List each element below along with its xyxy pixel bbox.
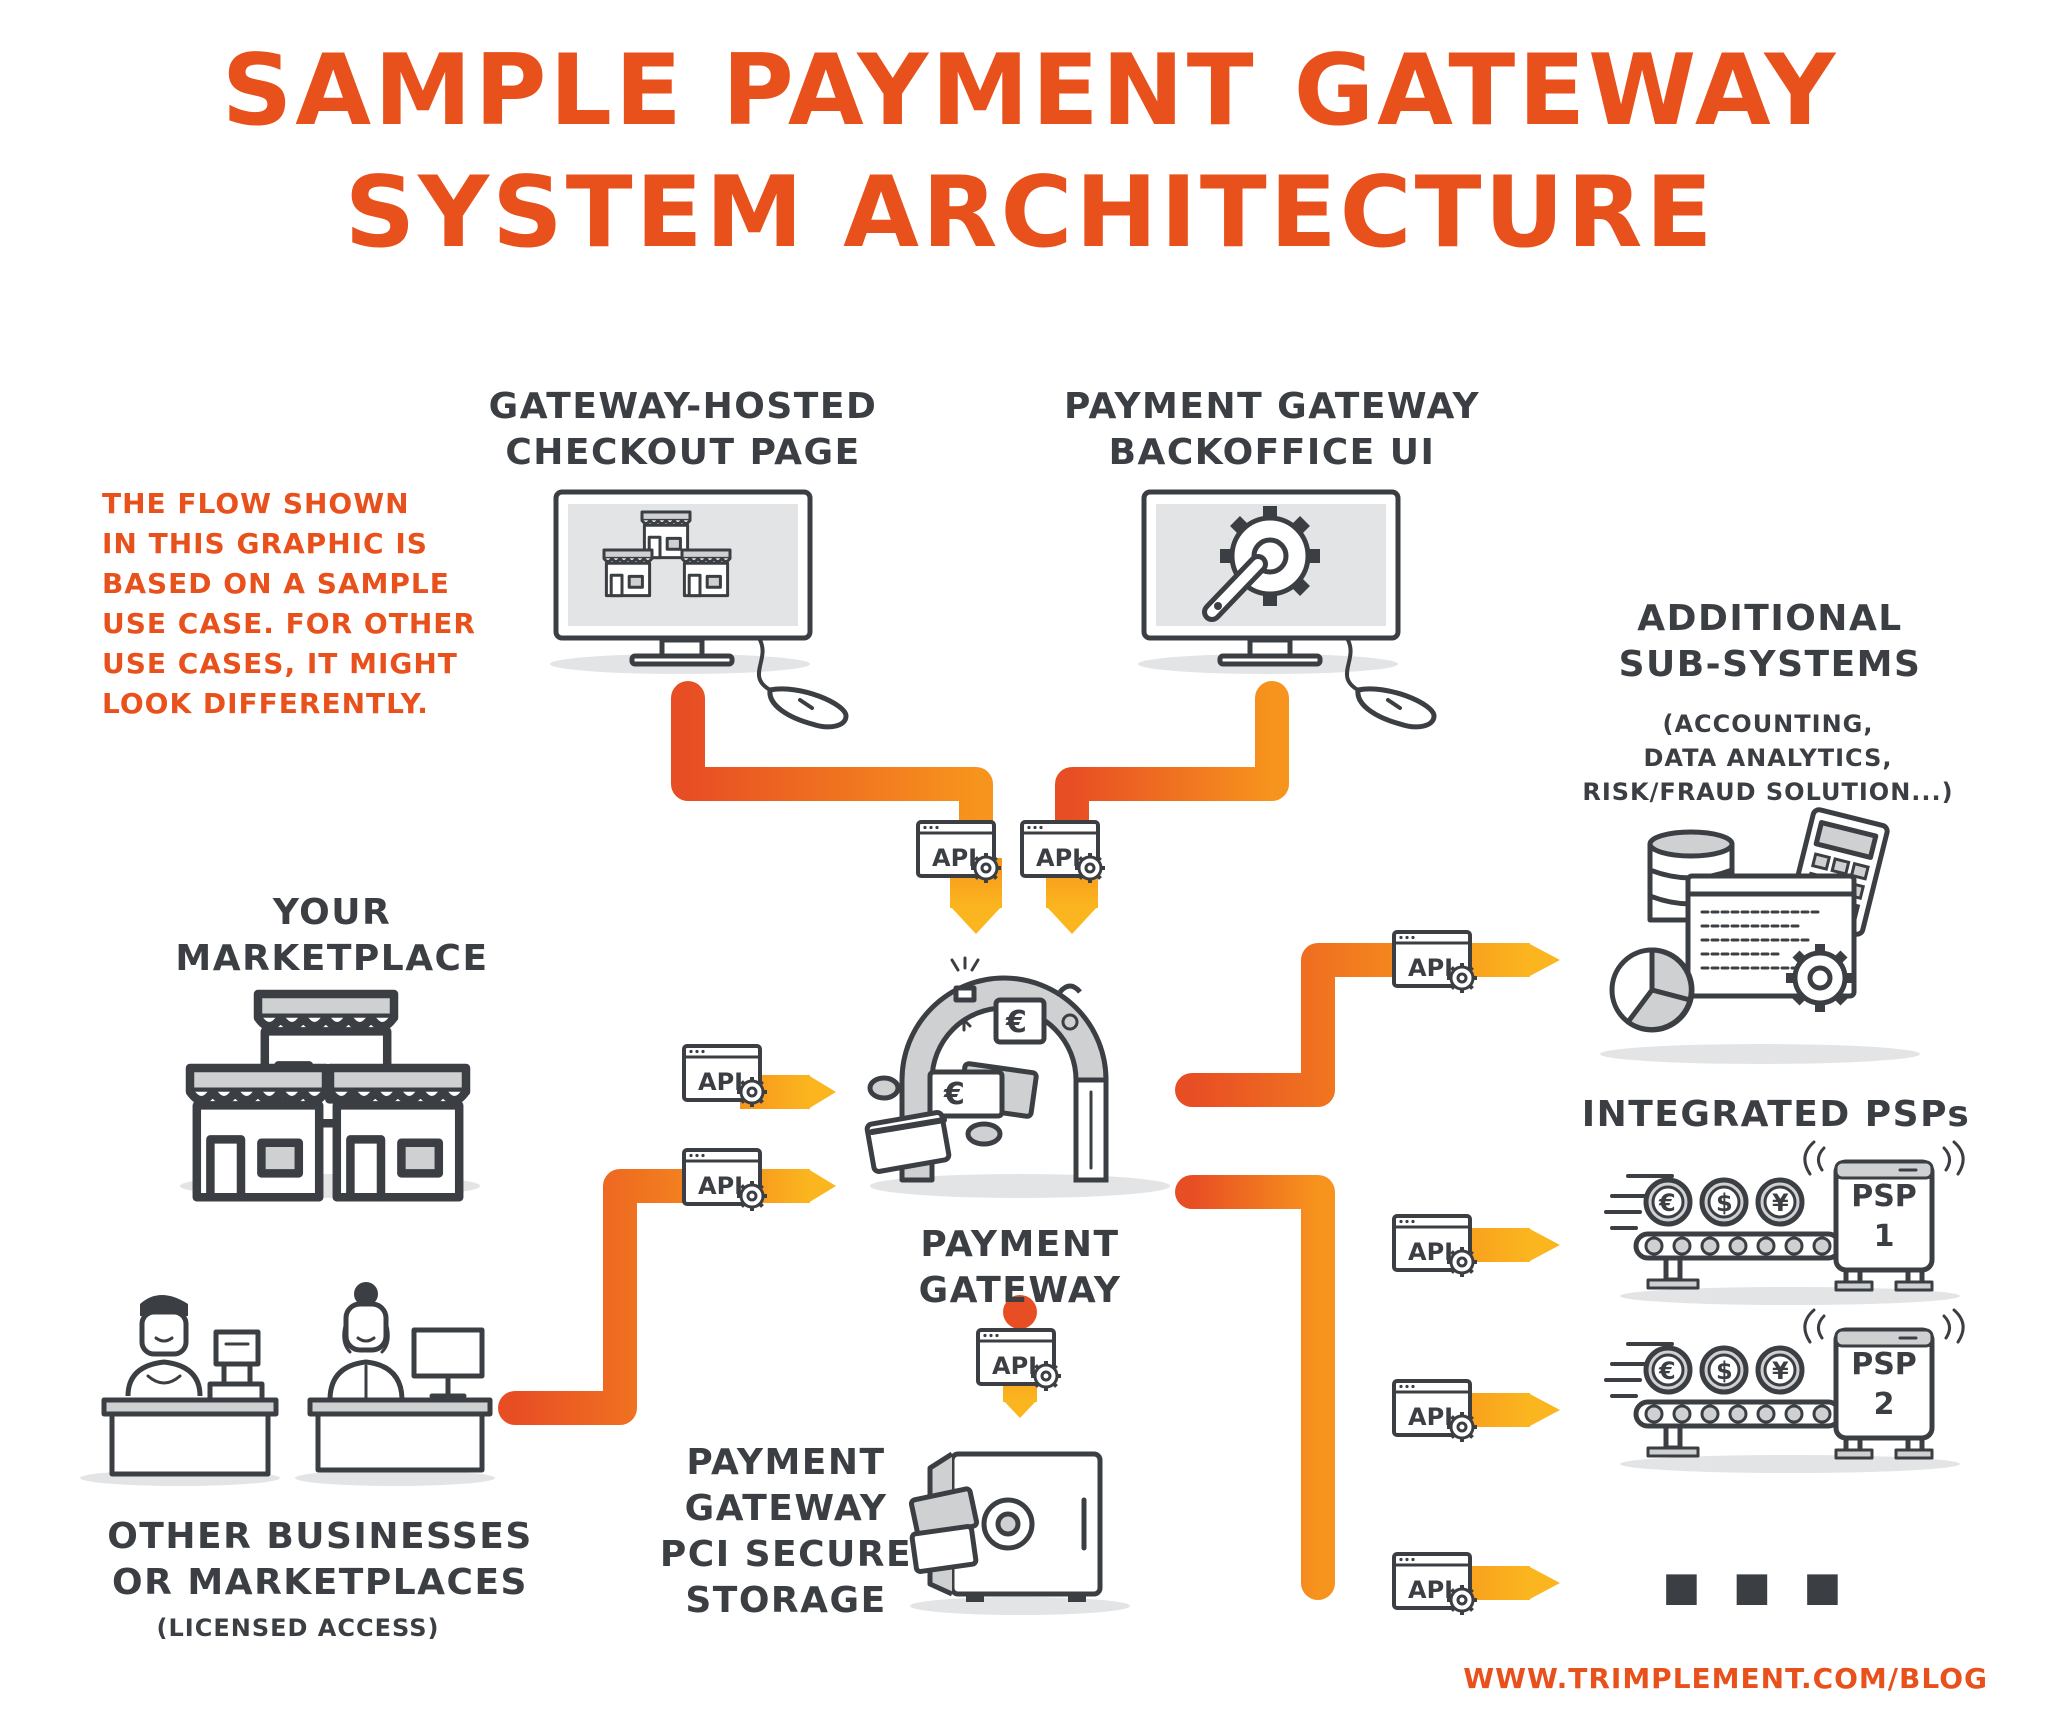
other-businesses-label-line1: OTHER BUSINESSES (107, 1516, 533, 1557)
subsystems-label-line1: ADDITIONAL (1637, 598, 1903, 639)
conveyor-icon: € $ ¥ PSP 2 (1604, 1308, 1965, 1473)
note-line: IN THIS GRAPHIC IS (102, 527, 428, 560)
api-badge-icon: API (1020, 820, 1107, 885)
svg-text:API: API (1408, 1238, 1453, 1266)
api-badge-icon: API (682, 1044, 769, 1109)
mouse-icon (756, 638, 849, 730)
subsystems-detail-line3: RISK/FRAUD SOLUTION...) (1582, 778, 1953, 806)
backoffice-node: PAYMENT GATEWAY BACKOFFICE UI (1064, 386, 1480, 730)
svg-text:¥: ¥ (1772, 1357, 1789, 1385)
other-businesses-detail: (LICENSED ACCESS) (157, 1614, 440, 1642)
svg-text:API: API (698, 1172, 743, 1200)
svg-text:API: API (932, 844, 977, 872)
svg-text:API: API (698, 1068, 743, 1096)
gateway-node: € € PAYMENT GATEWAY (864, 956, 1170, 1311)
gateway-label-line2: GATEWAY (919, 1270, 1122, 1311)
disclaimer-note: THE FLOW SHOWN IN THIS GRAPHIC IS BASED … (102, 487, 476, 720)
page-title-line2: SYSTEM ARCHITECTURE (345, 156, 1716, 270)
coin-dollar: $ (1699, 1345, 1749, 1395)
psp2-number: 2 (1874, 1387, 1895, 1422)
note-line: LOOK DIFFERENTLY. (102, 687, 429, 720)
checkout-node: GATEWAY-HOSTED CHECKOUT PAGE (489, 386, 878, 730)
coin-yen: ¥ (1755, 1177, 1805, 1227)
psps-heading: INTEGRATED PSPs (1582, 1094, 1971, 1135)
psp1-label: PSP (1851, 1179, 1917, 1214)
svg-text:€: € (1658, 1189, 1676, 1217)
subsystems-label-line2: SUB-SYSTEMS (1619, 644, 1922, 685)
api-badge-icon: API (1392, 1379, 1479, 1444)
mouse-icon (1344, 638, 1437, 730)
footer-url[interactable]: WWW.TRIMPLEMENT.COM/BLOG (1463, 1662, 1988, 1695)
coin-euro: € (1643, 1177, 1693, 1227)
subsystems-detail-line1: (ACCOUNTING, (1663, 710, 1874, 738)
psp2-label: PSP (1851, 1347, 1917, 1382)
gateway-label-line1: PAYMENT (920, 1224, 1119, 1265)
checkout-label-line2: CHECKOUT PAGE (505, 432, 860, 473)
safe-icon (908, 1451, 1130, 1615)
other-businesses-label-line2: OR MARKETPLACES (112, 1562, 528, 1603)
api-badge-icon: API (976, 1328, 1063, 1393)
gear-icon (1786, 944, 1854, 1012)
note-line: USE CASES, IT MIGHT (102, 647, 458, 680)
svg-text:API: API (992, 1352, 1037, 1380)
cashier-icon (80, 1282, 495, 1486)
svg-text:$: $ (1716, 1357, 1733, 1385)
gear-wrench-icon (1202, 506, 1320, 622)
svg-text:$: $ (1716, 1189, 1733, 1217)
api-badge-icon: API (682, 1148, 769, 1213)
marketplace-node: YOUR MARKETPLACE (175, 892, 488, 1198)
api-badges: API API API API API API API API API (682, 820, 1479, 1617)
pie-chart-icon (1609, 947, 1695, 1033)
svg-text:API: API (1408, 1576, 1453, 1604)
api-badge-icon: API (1392, 930, 1479, 995)
api-badge-icon: API (1392, 1214, 1479, 1279)
marketplace-label-line2: MARKETPLACE (175, 938, 488, 979)
storage-node: PAYMENT GATEWAY PCI SECURE STORAGE (660, 1442, 1130, 1621)
storage-label-line4: STORAGE (685, 1580, 886, 1621)
backoffice-label-line1: PAYMENT GATEWAY (1064, 386, 1480, 427)
euro-sign: € (1005, 1005, 1027, 1040)
api-badge-icon: API (916, 820, 1003, 885)
svg-text:API: API (1036, 844, 1081, 872)
svg-text:API: API (1408, 1403, 1453, 1431)
psps-node: INTEGRATED PSPs € $ (1582, 1094, 1971, 1610)
euro-sign: € (943, 1077, 965, 1112)
gateway-magnet-icon: € € (864, 956, 1170, 1198)
other-businesses-node: OTHER BUSINESSES OR MARKETPLACES (LICENS… (80, 1282, 533, 1642)
svg-text:¥: ¥ (1772, 1189, 1789, 1217)
shop-icon (180, 994, 480, 1198)
storage-label-line1: PAYMENT (686, 1442, 885, 1483)
svg-text:€: € (1658, 1357, 1676, 1385)
coin-dollar: $ (1699, 1177, 1749, 1227)
backoffice-label-line2: BACKOFFICE UI (1109, 432, 1436, 473)
subsystems-detail-line2: DATA ANALYTICS, (1644, 744, 1893, 772)
svg-text:API: API (1408, 954, 1453, 982)
subsystems-node: ADDITIONAL SUB-SYSTEMS (ACCOUNTING, DATA… (1582, 598, 1953, 1064)
api-badge-icon: API (1392, 1552, 1479, 1617)
marketplace-label-line1: YOUR (272, 892, 391, 933)
storage-label-line2: GATEWAY (685, 1488, 888, 1529)
coin-euro: € (1643, 1345, 1693, 1395)
conveyor-icon: € $ ¥ PSP 1 (1604, 1140, 1965, 1305)
note-line: BASED ON A SAMPLE (102, 567, 450, 600)
more-psps-ellipsis: ■ ■ ■ (1663, 1564, 1852, 1610)
psp1-number: 1 (1874, 1219, 1895, 1254)
coin-yen: ¥ (1755, 1345, 1805, 1395)
note-line: USE CASE. FOR OTHER (102, 607, 476, 640)
note-line: THE FLOW SHOWN (102, 487, 410, 520)
checkout-label-line1: GATEWAY-HOSTED (489, 386, 878, 427)
page-title-line1: SAMPLE PAYMENT GATEWAY (222, 34, 1839, 148)
storage-label-line3: PCI SECURE (660, 1534, 912, 1575)
